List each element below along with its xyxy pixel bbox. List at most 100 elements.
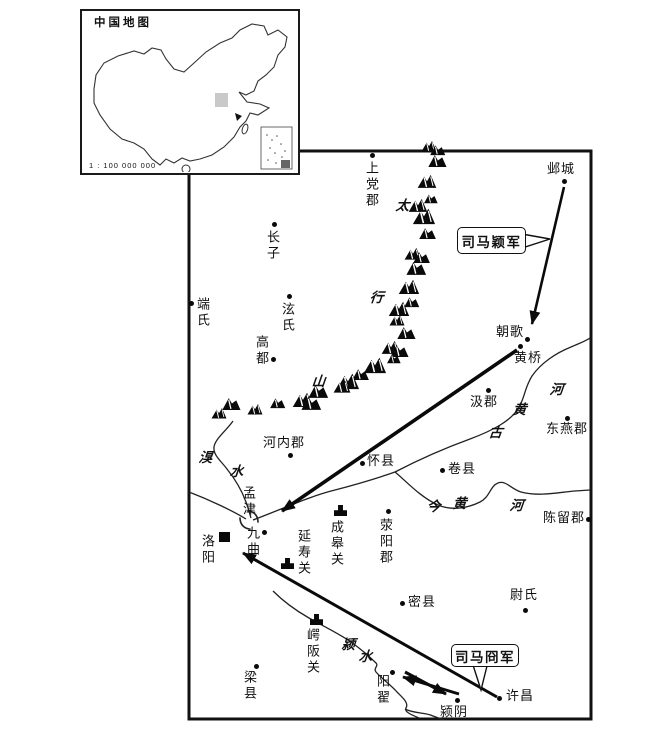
city-dot [525,337,530,342]
place-label: 九曲 [245,526,260,558]
place-label: 泫氏 [280,302,295,334]
river-ju [213,420,252,519]
mountain-peak-icon [418,227,437,240]
place-label: 成皋关 [329,520,344,568]
river-label-char: 水 [358,649,374,664]
place-label: 河内郡 [263,435,306,450]
place-label: 洛阳 [200,534,215,566]
place-label: 孟津 [241,486,256,518]
city-dot [272,222,277,227]
place-label: 阳翟 [375,674,390,706]
place-label: 东燕郡 [546,421,589,436]
place-label: 密县 [408,594,437,609]
river-label-char: 颍 [341,637,357,652]
city-dot [455,698,460,703]
river-label-char: 山 [311,374,327,389]
mountain-peak-icon [396,326,417,340]
city-dot [523,608,528,613]
china-outline [93,23,288,166]
place-label: 汲郡 [470,394,499,409]
sima-ying-army-label: 司马颖军 [461,234,522,250]
river-label-char: 太 [395,198,411,213]
sima-jiong-army-label: 司马冏军 [455,649,515,665]
arrow-huangqiao-to-mengjin [280,348,519,513]
river-label-char: 今 [426,499,442,514]
pass-gate-icon [310,614,323,625]
mountain-peak-icon [363,356,387,374]
mountain-peak-icon [388,314,406,327]
city-dot [586,517,591,522]
city-dot [370,153,375,158]
city-dot [390,670,395,675]
arrow-xuchang-to-luoyang [242,551,498,699]
army-arrows [242,186,566,699]
place-label: 端氏 [195,297,210,329]
hainan-island [181,164,191,172]
mountain-peak-icon [246,403,264,416]
sima-jiong-army-callout: 司马冏军 [451,644,519,667]
river-label-char: 古 [488,425,504,440]
mengjin-ford-symbol [239,509,259,531]
place-label: 梁县 [242,670,257,702]
sima-ying-army-callout: 司马颖军 [457,227,526,254]
city-dot [486,388,491,393]
place-label: 上党郡 [364,161,379,209]
pass-gate-icon [281,558,294,569]
river-label-char: 黄 [452,496,468,511]
river-label-char: 河 [549,382,565,397]
river-modern-yellow-west [188,491,247,520]
city-dot [288,453,293,458]
sima-ying-callout-pointer [521,233,551,249]
river-label-char: 河 [509,498,525,513]
place-label: 陈留郡 [543,510,586,525]
city-dot [360,461,365,466]
river-ying-branch [404,708,445,721]
china-inset-map: 中国地图 1 : 100 000 000 [80,9,300,175]
mountain-peak-icon [269,397,286,409]
pass-gate-icon [334,505,347,516]
mountain-peak-icon [423,193,439,204]
coast-mark [235,113,242,121]
city-dot [440,468,445,473]
mountain-peak-icon [398,279,420,295]
place-label: 黄桥 [514,350,543,365]
mini-legend-patch [281,160,290,168]
mountain-peak-icon [221,397,242,411]
place-label: 颍阴 [440,704,469,719]
city-dot [262,530,267,535]
mountain-peak-icon [417,174,437,189]
place-label: 高都 [254,335,269,367]
city-dot [565,416,570,421]
place-label: 许昌 [506,688,535,703]
city-dot [189,301,194,306]
inset-title: 中国地图 [94,17,152,29]
china-outline-canvas [93,23,293,172]
river-label-char: 水 [229,464,245,479]
city-dot [400,601,405,606]
city-dot [287,294,292,299]
river-modern-yellow [252,471,591,521]
place-label: 崿阪关 [305,628,320,676]
taiwan-island [241,123,249,135]
arrow-ye-to-chaoge [529,186,566,325]
city-dot [254,664,259,669]
city-dot [271,357,276,362]
mountain-peak-icon [403,296,420,308]
river-label-char: 湨 [198,450,214,465]
place-label: 荥阳郡 [378,518,393,566]
river-label-char: 行 [369,290,385,305]
mountain-peak-icon [408,198,428,213]
city-dot [497,696,502,701]
place-label: 长子 [265,230,280,262]
capital-square-marker [219,532,230,542]
river-label-char: 黄 [512,402,528,417]
south-sea-inset [260,126,293,170]
place-label: 怀县 [367,453,396,468]
place-label: 卷县 [448,461,477,476]
city-dot [386,509,391,514]
map-frame [187,149,593,721]
taihang-mountain-range [210,140,448,420]
place-label: 朝歌 [496,324,525,339]
arrow-to-yingyin [404,670,447,696]
